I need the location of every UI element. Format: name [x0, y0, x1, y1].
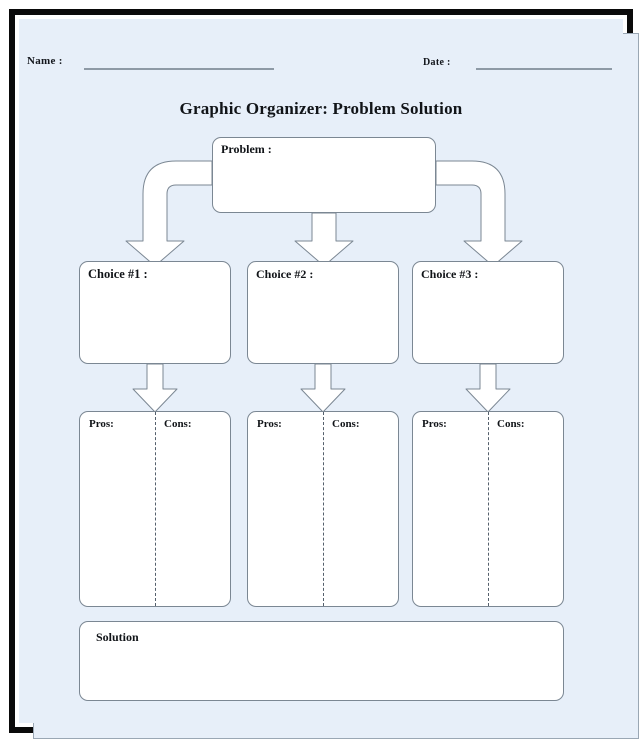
pros-label-2: Pros:: [257, 418, 282, 430]
pros-cons-box-3[interactable]: Pros: Cons:: [412, 411, 564, 607]
pros-label-1: Pros:: [89, 418, 114, 430]
cons-label-3: Cons:: [497, 418, 525, 430]
name-write-line[interactable]: [84, 68, 274, 70]
pros-cons-box-1[interactable]: Pros: Cons:: [79, 411, 231, 607]
cons-label-2: Cons:: [332, 418, 360, 430]
date-label: Date :: [423, 57, 451, 68]
choice-box-2[interactable]: Choice #2 :: [247, 261, 399, 364]
name-label: Name :: [27, 55, 63, 67]
problem-label: Problem :: [221, 142, 272, 156]
pros-cons-divider-3: [488, 412, 489, 606]
choice-label-2: Choice #2 :: [256, 267, 314, 281]
choice-box-3[interactable]: Choice #3 :: [412, 261, 564, 364]
problem-box[interactable]: Problem :: [212, 137, 436, 213]
worksheet-canvas: [19, 19, 623, 723]
solution-box[interactable]: Solution: [79, 621, 564, 701]
solution-label: Solution: [96, 630, 139, 644]
page-title: Graphic Organizer: Problem Solution: [179, 99, 463, 118]
cons-label-1: Cons:: [164, 418, 192, 430]
pros-label-3: Pros:: [422, 418, 447, 430]
pros-cons-divider-2: [323, 412, 324, 606]
choice-label-3: Choice #3 :: [421, 267, 479, 281]
pros-cons-box-2[interactable]: Pros: Cons:: [247, 411, 399, 607]
choice-box-1[interactable]: Choice #1 :: [79, 261, 231, 364]
pros-cons-divider-1: [155, 412, 156, 606]
choice-label-1: Choice #1 :: [88, 267, 148, 281]
date-write-line[interactable]: [476, 68, 612, 70]
